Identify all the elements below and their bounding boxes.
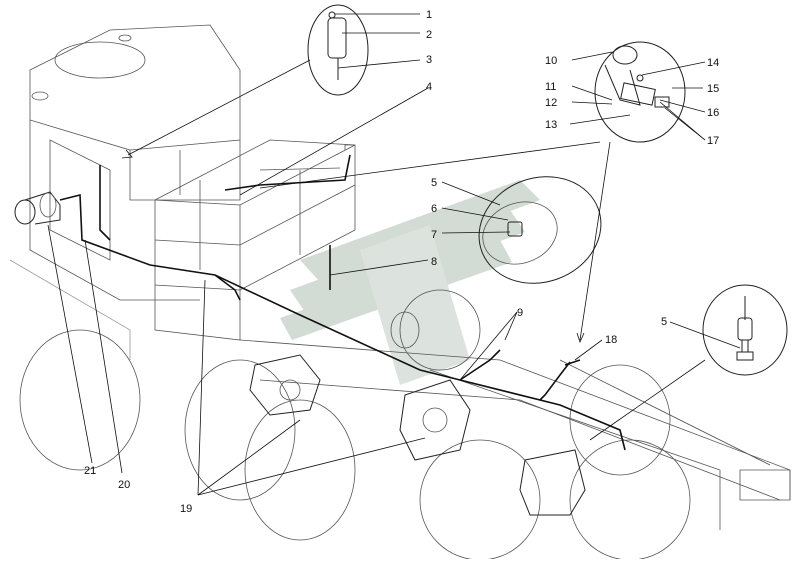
callout-21: 21 — [84, 465, 96, 477]
chassis-frame — [239, 339, 791, 530]
wiring-harness — [59, 154, 626, 451]
side-lamp — [14, 191, 61, 225]
callout-8: 8 — [431, 256, 437, 268]
spare-wheel — [478, 176, 602, 284]
callout-leaders — [47, 13, 741, 496]
callout-2: 2 — [426, 29, 432, 41]
truck-cab — [9, 24, 241, 360]
fuel-tank — [390, 289, 481, 371]
callout-10: 10 — [545, 55, 557, 67]
detail-bubble-sensor — [589, 284, 788, 441]
callout-4: 4 — [426, 81, 432, 93]
callout-13: 13 — [545, 119, 557, 131]
callout-9: 9 — [517, 307, 523, 319]
callout-5-right: 5 — [661, 316, 667, 328]
callout-20: 20 — [118, 479, 130, 491]
callout-15: 15 — [707, 83, 719, 95]
callout-7: 7 — [431, 229, 437, 241]
callout-18: 18 — [605, 334, 617, 346]
callout-5: 5 — [431, 177, 437, 189]
callout-labels: 1 2 3 4 5 6 7 8 9 10 11 12 13 14 15 16 1… — [84, 9, 719, 515]
callout-16: 16 — [707, 107, 719, 119]
callout-3: 3 — [426, 54, 432, 66]
detail-bubble-connector — [121, 4, 369, 159]
gearbox — [249, 354, 586, 516]
callout-17: 17 — [707, 135, 719, 147]
callout-1: 1 — [426, 9, 432, 21]
watermark-logo — [280, 180, 540, 385]
wheels — [19, 329, 691, 561]
callout-12: 12 — [545, 97, 557, 109]
callout-11: 11 — [545, 81, 556, 93]
callout-19: 19 — [180, 503, 192, 515]
equipment-rack — [154, 139, 356, 341]
callout-14: 14 — [707, 57, 719, 69]
callout-6: 6 — [431, 203, 437, 215]
